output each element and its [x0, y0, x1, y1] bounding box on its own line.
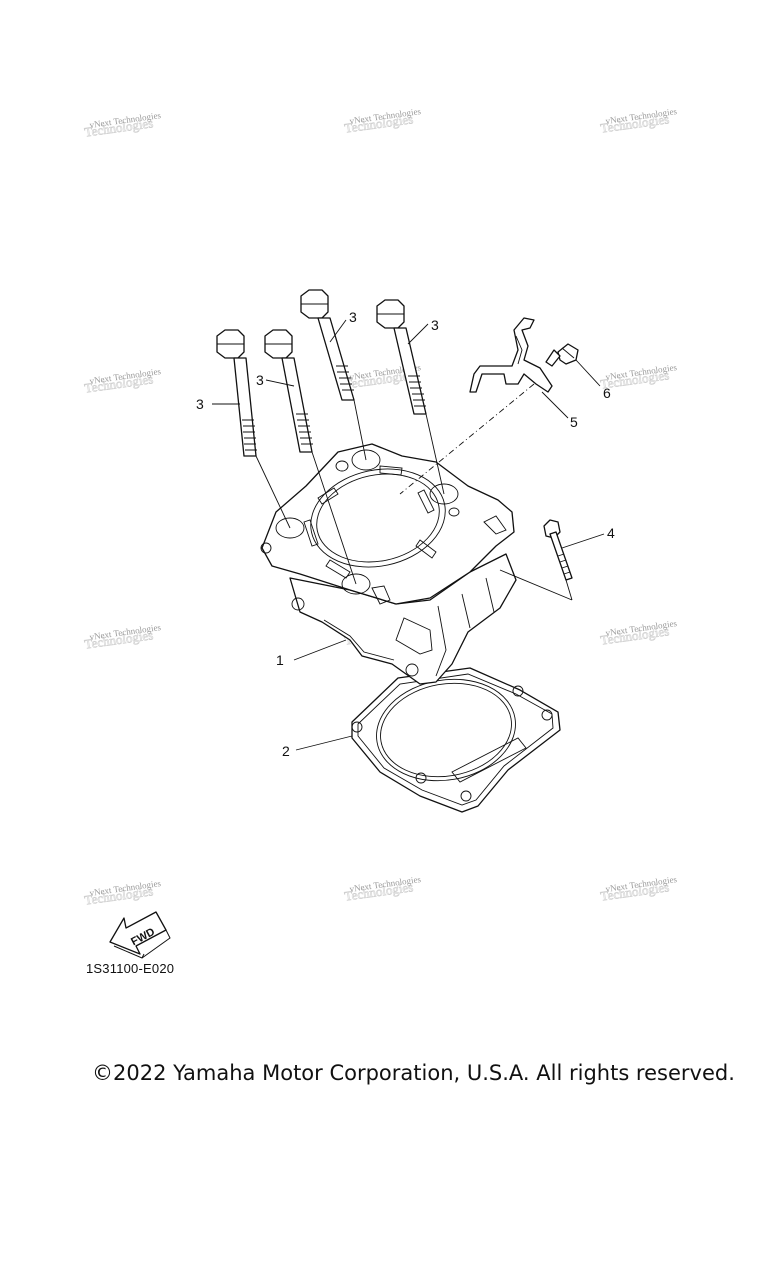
cylinder-gasket[interactable]: [351, 667, 561, 813]
stud-centerlines: [255, 399, 445, 585]
bolt[interactable]: [543, 519, 573, 581]
callout-leaders: [212, 319, 605, 751]
watermark: Technologies vNext Technologies: [343, 874, 422, 904]
bolt-guide-line: [499, 569, 573, 601]
callout-3[interactable]: 3: [256, 372, 264, 388]
callout-3[interactable]: 3: [431, 317, 439, 333]
callout-1[interactable]: 1: [276, 652, 284, 668]
callout-3[interactable]: 3: [349, 309, 357, 325]
stud-bolt[interactable]: [264, 329, 313, 453]
watermark: Technologies vNext Technologies: [83, 878, 162, 908]
bracket[interactable]: [469, 317, 553, 393]
callout-5[interactable]: 5: [570, 414, 578, 430]
bracket-alignment-line: [399, 383, 535, 495]
watermark: Technologies vNext Technologies: [599, 618, 678, 648]
stud-bolt[interactable]: [216, 329, 257, 457]
watermark: Technologies vNext Technologies: [83, 110, 162, 140]
callout-2[interactable]: 2: [282, 743, 290, 759]
watermark: Technologies vNext Technologies: [599, 106, 678, 136]
watermark: Technologies vNext Technologies: [343, 106, 422, 136]
cylinder[interactable]: [260, 443, 517, 685]
diagram-code: 1S31100-E020: [86, 961, 175, 976]
watermark: Technologies vNext Technologies: [83, 622, 162, 652]
copyright-notice: ©2022 Yamaha Motor Corporation, U.S.A. A…: [92, 1061, 735, 1085]
fwd-arrow-icon: FWD: [109, 911, 171, 959]
callout-3[interactable]: 3: [196, 396, 204, 412]
callout-4[interactable]: 4: [607, 525, 615, 541]
screw[interactable]: [545, 343, 579, 367]
stud-bolt[interactable]: [376, 299, 427, 415]
watermark: Technologies vNext Technologies: [83, 366, 162, 396]
watermark: Technologies vNext Technologies: [599, 362, 678, 392]
watermark: Technologies vNext Technologies: [599, 874, 678, 904]
callout-6[interactable]: 6: [603, 385, 611, 401]
stud-bolt[interactable]: [300, 289, 355, 401]
